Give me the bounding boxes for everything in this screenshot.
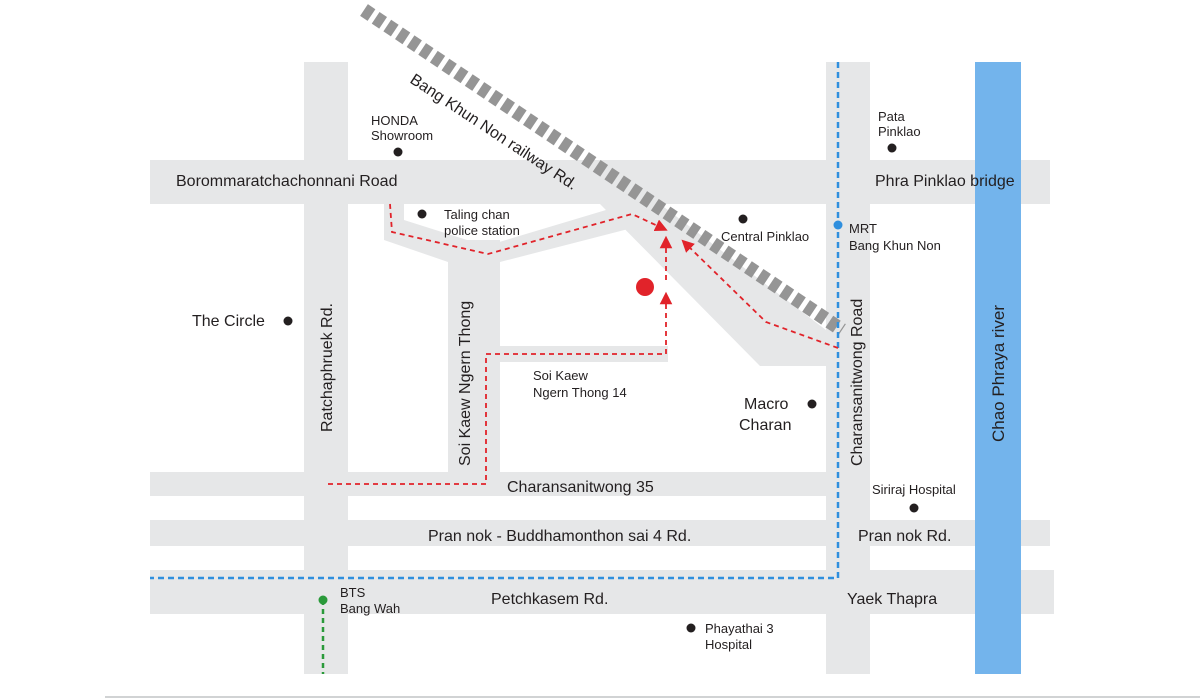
mrt-label-line2: Bang Khun Non: [849, 238, 941, 253]
pata-label-line2: Pinklao: [878, 124, 921, 139]
soi-14-label-line1: Soi Kaew: [533, 368, 589, 383]
siriraj-hospital-dot: [909, 503, 919, 513]
diagonal-road: [600, 204, 826, 366]
police-label-line1: Taling chan: [444, 207, 510, 222]
pran-nok-buddhamonthon-road: [150, 520, 1050, 546]
destination-marker: [636, 278, 654, 296]
yaek-thapra-label: Yaek Thapra: [847, 591, 937, 608]
phayathai-label-line1: Phayathai 3: [705, 621, 774, 636]
soi-connector-road: [384, 204, 640, 262]
siriraj-label: Siriraj Hospital: [872, 482, 956, 497]
soi-kaew-ngern-thong-label: Soi Kaew Ngern Thong: [457, 301, 474, 466]
charansanitwong-35-road: [150, 472, 826, 496]
chao-phraya-river-label: Chao Phraya river: [989, 305, 1008, 442]
route-from-charansanitwong-35: [328, 291, 673, 485]
pata-pinklao-dot: [887, 143, 897, 153]
bts-label-line2: Bang Wah: [340, 601, 400, 616]
honda-label-line2: Showroom: [371, 128, 433, 143]
bts-label-line1: BTS: [340, 585, 366, 600]
route-from-charansanitwong-road: [681, 239, 839, 349]
soi-kaew-ngern-thong-14-road: [500, 346, 668, 362]
petchkasem-label: Petchkasem Rd.: [491, 591, 608, 608]
macro-label-line2: Charan: [739, 417, 791, 434]
charansanitwong-road-label: Charansanitwong Road: [849, 299, 866, 466]
mrt-line: [150, 62, 840, 580]
mrt-bang-khun-non-dot: [833, 220, 843, 230]
pran-nok-label: Pran nok Rd.: [858, 528, 951, 545]
police-label-line2: police station: [444, 223, 520, 238]
phayathai-label-line2: Hospital: [705, 637, 752, 652]
charansanitwong-35-label: Charansanitwong 35: [507, 479, 654, 496]
the-circle-label: The Circle: [192, 313, 265, 330]
borommaratchachonnani-label: Borommaratchachonnani Road: [176, 173, 397, 190]
chao-phraya-river: [975, 62, 1021, 674]
pran-nok-buddhamonthon-label: Pran nok - Buddhamonthon sai 4 Rd.: [428, 528, 691, 545]
phra-pinklao-bridge-label: Phra Pinklao bridge: [875, 173, 1015, 190]
mrt-label-line1: MRT: [849, 221, 877, 236]
central-pinklao-label: Central Pinklao: [721, 229, 809, 244]
macro-label-line1: Macro: [744, 396, 789, 413]
phayathai-hospital-dot: [686, 623, 696, 633]
honda-showroom-dot: [393, 147, 403, 157]
ratchaphruek-label: Ratchaphruek Rd.: [319, 303, 336, 432]
railway-line: [360, 4, 846, 336]
the-circle-dot: [283, 316, 293, 326]
soi-14-label-line2: Ngern Thong 14: [533, 385, 627, 400]
central-pinklao-dot: [738, 214, 748, 224]
bts-bang-wah-dot: [318, 595, 328, 605]
taling-chan-police-dot: [417, 209, 427, 219]
route-from-borommaratchachonnani: [389, 203, 668, 255]
pata-label-line1: Pata: [878, 109, 906, 124]
honda-label-line1: HONDA: [371, 113, 418, 128]
macro-charan-dot: [807, 399, 817, 409]
soi-kaew-ngern-thong-road: [448, 240, 500, 472]
